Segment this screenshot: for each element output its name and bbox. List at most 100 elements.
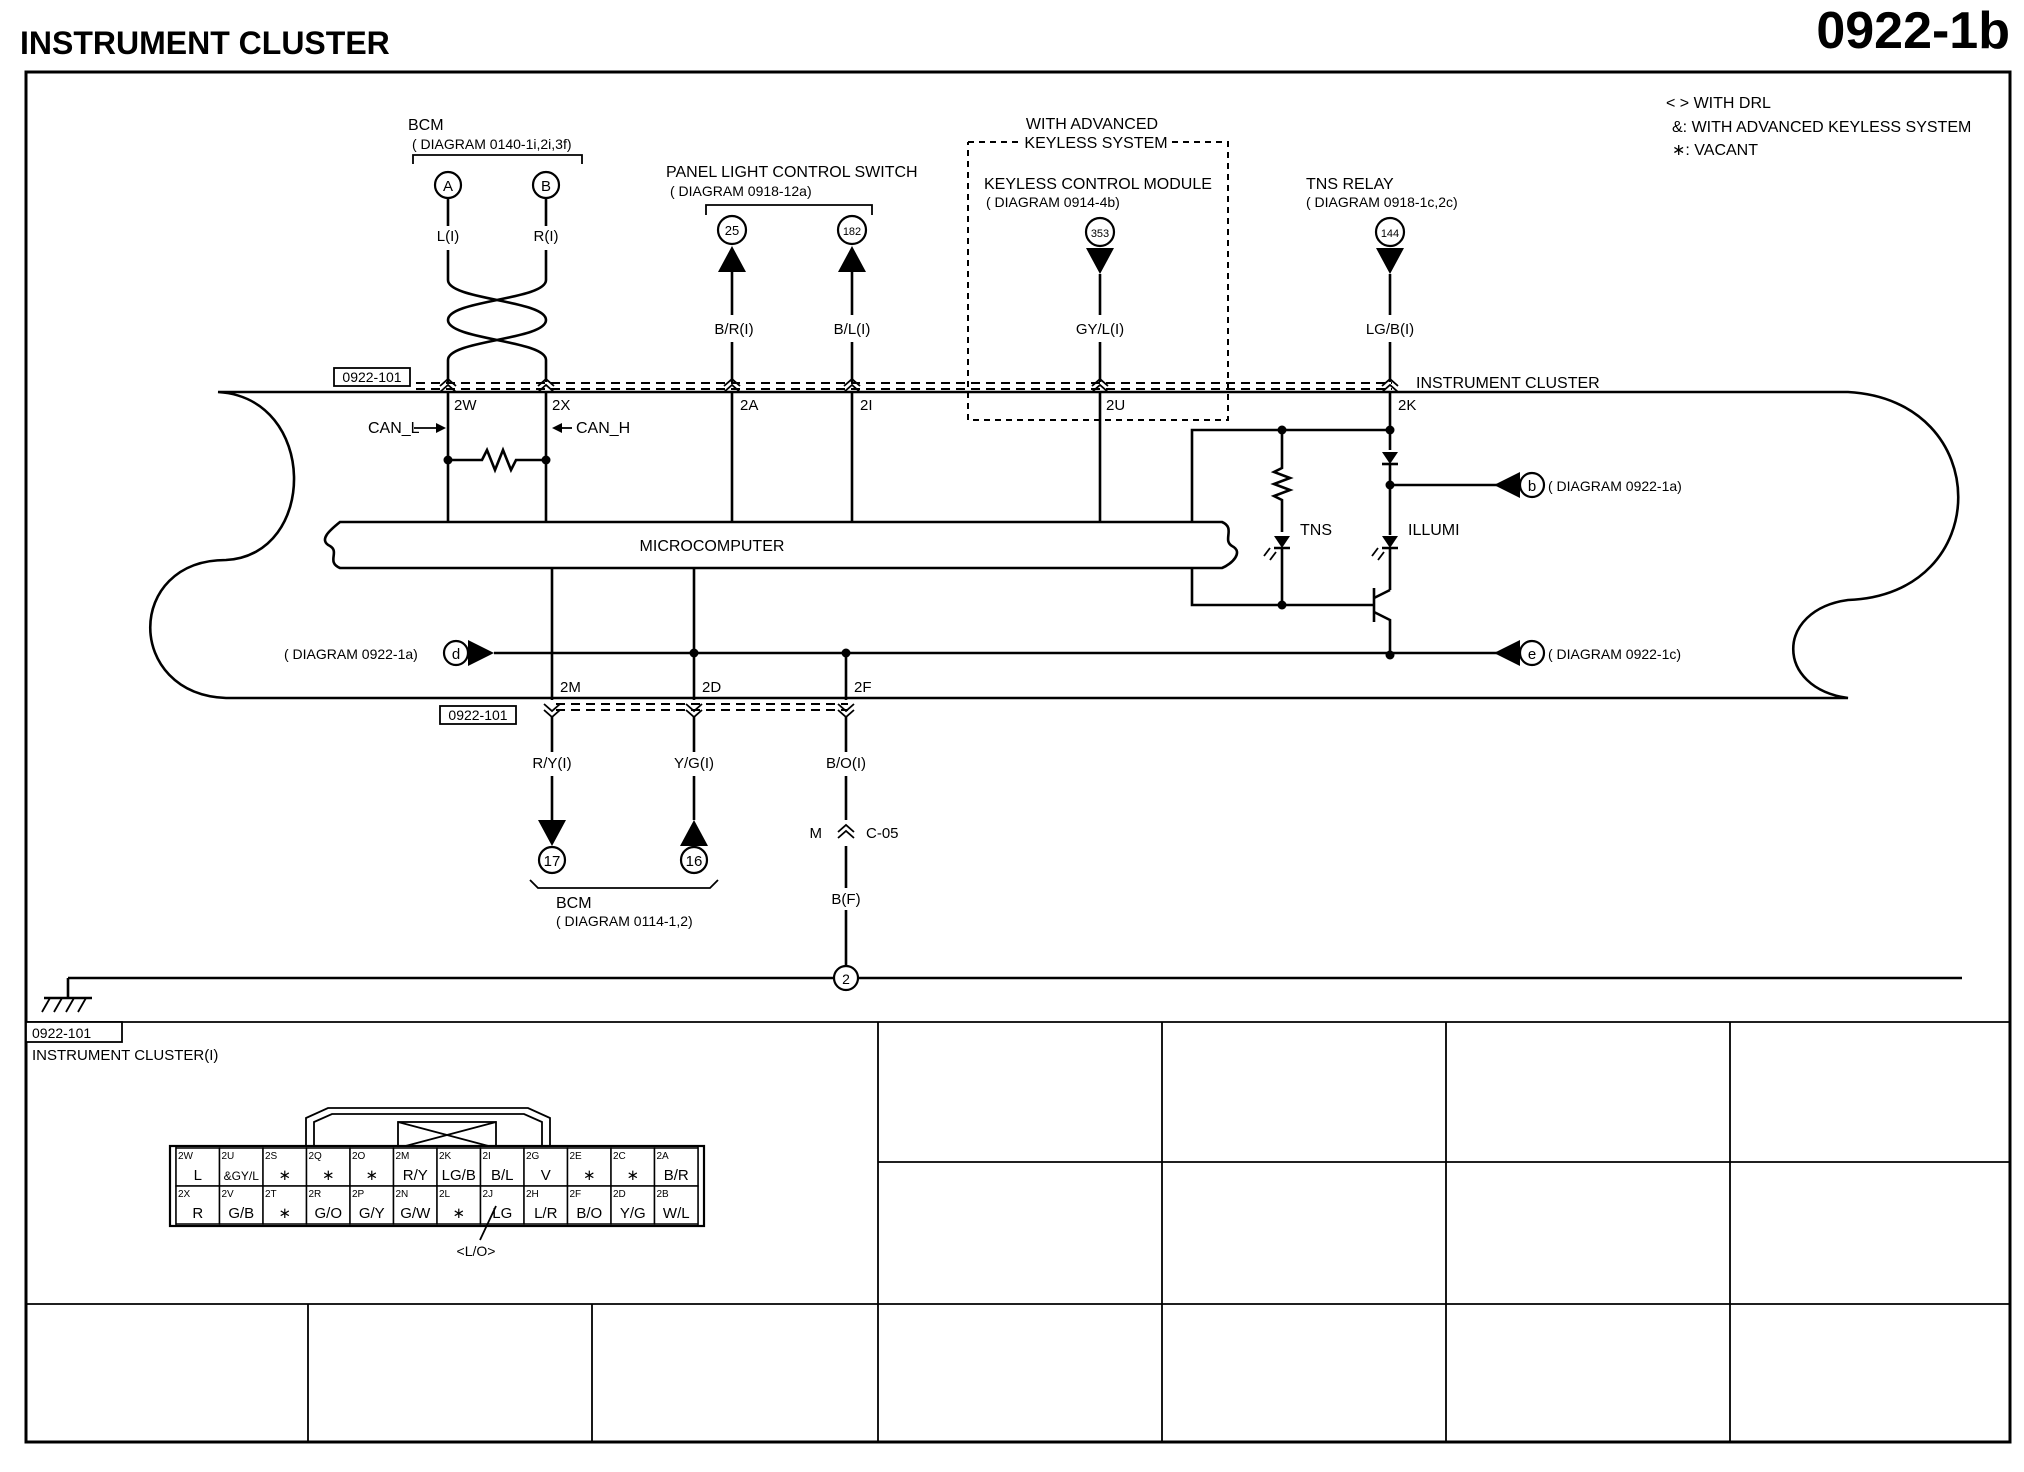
pin-number: 2I bbox=[483, 1151, 491, 1162]
pin-wire-color: ∗ bbox=[452, 1205, 465, 1222]
pin-wire-color: ∗ bbox=[626, 1167, 639, 1184]
arrow-up-182 bbox=[838, 246, 866, 272]
pin-wire-color: &GY/L bbox=[224, 1169, 260, 1183]
illumination-circuit: b ( DIAGRAM 0922-1a) ILLUMI TNS bbox=[1190, 392, 1682, 660]
pin-2d: 2D bbox=[702, 679, 721, 696]
bcm-top-label: BCM bbox=[408, 117, 444, 134]
pin-cell bbox=[305, 1185, 351, 1225]
connector-c05: C-05 bbox=[866, 825, 899, 842]
pin-wire-color: G/Y bbox=[359, 1205, 385, 1222]
pin-number: 2N bbox=[396, 1189, 409, 1200]
diagram-frame bbox=[24, 70, 2012, 1444]
pin-2u: 2U bbox=[1106, 397, 1125, 414]
ground-bus: ( DIAGRAM 0922-1a) d e ( DIAGRAM 0922-1c… bbox=[284, 568, 1681, 700]
pin-number: 2G bbox=[526, 1151, 540, 1162]
terminal-b-cluster-label: b bbox=[1528, 478, 1536, 495]
arrow-b bbox=[1494, 472, 1520, 498]
pin-wire-color: ∗ bbox=[365, 1167, 378, 1184]
can-h-label: CAN_H bbox=[576, 420, 630, 437]
pin-cell bbox=[349, 1147, 395, 1187]
pin-number: 2F bbox=[570, 1189, 582, 1200]
pin-number: 2O bbox=[352, 1151, 366, 1162]
pin-number: 2L bbox=[439, 1189, 451, 1200]
pin-number: 2A bbox=[657, 1151, 670, 1162]
terminal-182-label: 182 bbox=[843, 226, 861, 238]
keyless-ref: ( DIAGRAM 0914-4b) bbox=[986, 194, 1120, 210]
connector-m: M bbox=[810, 825, 823, 842]
legend-vacant: ∗: VACANT bbox=[1672, 142, 1758, 159]
pin-number: 2D bbox=[613, 1189, 626, 1200]
can-l-label: CAN_L bbox=[368, 420, 420, 437]
pin-cell bbox=[436, 1147, 482, 1187]
page-title: INSTRUMENT CLUSTER bbox=[20, 25, 390, 61]
pin-number: 2J bbox=[483, 1189, 494, 1200]
pin-number: 2U bbox=[222, 1151, 235, 1162]
legend-drl: < > WITH DRL bbox=[1666, 95, 1771, 112]
connector-ref-top bbox=[333, 367, 411, 387]
terminal-16 bbox=[679, 845, 709, 875]
pin-number: 2E bbox=[570, 1151, 583, 1162]
bcm-bottom-ref: ( DIAGRAM 0114-1,2) bbox=[556, 913, 693, 929]
panel-switch-label: PANEL LIGHT CONTROL SWITCH bbox=[666, 164, 918, 181]
pin-number: 2R bbox=[309, 1189, 322, 1200]
pin-number: 2T bbox=[265, 1189, 277, 1200]
connector-face: 2WL2U&GY/L2S∗2Q∗2O∗2MR/Y2KLG/B2IB/L2GV2E… bbox=[168, 1107, 706, 1259]
terminal-144 bbox=[1374, 216, 1406, 248]
pin-wire-color: R bbox=[192, 1205, 203, 1222]
pin-2f: 2F bbox=[854, 679, 872, 696]
pin-cell bbox=[436, 1185, 482, 1225]
pin-wire-color: R/Y bbox=[403, 1167, 428, 1184]
connector-table-ref-label: 0922-101 bbox=[32, 1025, 91, 1041]
ground-icon bbox=[44, 978, 92, 1000]
pin-2k: 2K bbox=[1398, 397, 1416, 414]
pin-number: 2Q bbox=[309, 1151, 323, 1162]
wire-gyl: GY/L(I) bbox=[1076, 321, 1124, 338]
arrow-e bbox=[1494, 640, 1520, 666]
connector-ref-bottom bbox=[439, 705, 517, 725]
pin-wire-color: W/L bbox=[663, 1205, 690, 1222]
terminal-17-label: 17 bbox=[544, 853, 561, 870]
pin-wire-color: G/B bbox=[228, 1205, 254, 1222]
pin-number: 2H bbox=[526, 1189, 539, 1200]
wire-r: R(I) bbox=[534, 228, 559, 245]
pin-number: 2C bbox=[613, 1151, 626, 1162]
pin-number: 2K bbox=[439, 1151, 452, 1162]
pin-wire-color: LG bbox=[492, 1205, 512, 1222]
arrow-up-16 bbox=[680, 820, 708, 846]
pin-cell bbox=[653, 1147, 699, 1187]
instrument-cluster-label: INSTRUMENT CLUSTER bbox=[1416, 375, 1600, 392]
pin-cell bbox=[262, 1185, 308, 1225]
pin-number: 2M bbox=[396, 1151, 410, 1162]
tns-relay-ref: ( DIAGRAM 0918-1c,2c) bbox=[1306, 194, 1458, 210]
connector-band-top: 0922-101 INSTRUMENT CLUSTER 2W 2X 2A 2I … bbox=[333, 367, 1600, 414]
terminal-b-label: B bbox=[541, 178, 551, 195]
twisted-pair bbox=[446, 198, 548, 382]
pin-number: 2X bbox=[178, 1189, 191, 1200]
wire-l: L(I) bbox=[437, 228, 460, 245]
illumi-label: ILLUMI bbox=[1408, 522, 1460, 539]
drl-note: <L/O> bbox=[457, 1243, 496, 1259]
pin-cell bbox=[653, 1185, 699, 1225]
diode bbox=[1382, 452, 1398, 464]
pin-wire-color: L/R bbox=[534, 1205, 558, 1222]
pin-cell bbox=[566, 1185, 612, 1225]
pin-number: 2V bbox=[222, 1189, 235, 1200]
microcomputer: MICROCOMPUTER bbox=[323, 520, 1239, 570]
diagram-number: 0922-1b bbox=[1816, 2, 2010, 60]
pin-2w: 2W bbox=[454, 397, 477, 414]
terminal-25-label: 25 bbox=[725, 223, 739, 238]
connector-band-bottom: 0922-101 2M 2D 2F bbox=[439, 679, 872, 725]
pin-cell bbox=[523, 1147, 569, 1187]
connector-table-ref bbox=[25, 1021, 123, 1043]
pin-wire-color: LG/B bbox=[442, 1167, 476, 1184]
arrow-down-353 bbox=[1086, 248, 1114, 274]
ground-point-2-label: 2 bbox=[842, 971, 850, 987]
terminal-144-label: 144 bbox=[1381, 228, 1399, 240]
wire-bo: B/O(I) bbox=[826, 755, 866, 772]
pin-number: 2S bbox=[265, 1151, 278, 1162]
terminal-d-label: d bbox=[452, 646, 460, 663]
connector-ref-top-label: 0922-101 bbox=[342, 369, 401, 385]
pin-wire-color: L bbox=[194, 1167, 202, 1184]
wire-ry: R/Y(I) bbox=[532, 755, 571, 772]
pin-wire-color: V bbox=[541, 1167, 551, 1184]
